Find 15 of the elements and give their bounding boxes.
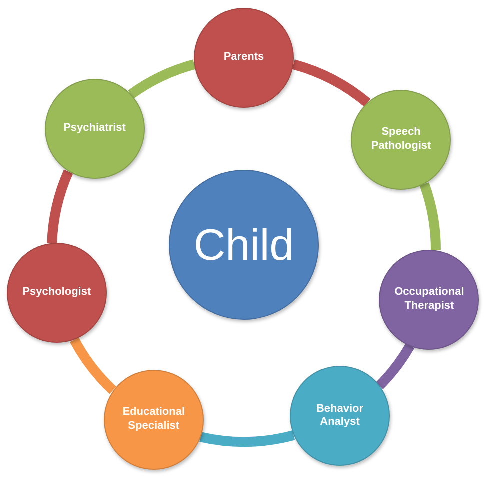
role-label: Behavior Analyst	[315, 402, 365, 430]
role-label: Psychologist	[22, 286, 92, 300]
role-label: Occupational Therapist	[394, 286, 466, 314]
center-label: Child	[192, 220, 296, 272]
connector-arc	[420, 182, 441, 250]
role-label: Psychiatrist	[62, 122, 127, 136]
role-label: Speech Pathologist	[370, 126, 432, 154]
connector-arc	[292, 60, 370, 107]
connector-arc	[47, 170, 74, 244]
connector-arc	[376, 343, 415, 390]
connector-arc	[200, 430, 295, 447]
role-label: Parents	[222, 51, 266, 65]
connector-arc	[128, 60, 196, 99]
connector-arc	[70, 337, 117, 394]
role-label: Educational Specialist	[122, 406, 186, 434]
